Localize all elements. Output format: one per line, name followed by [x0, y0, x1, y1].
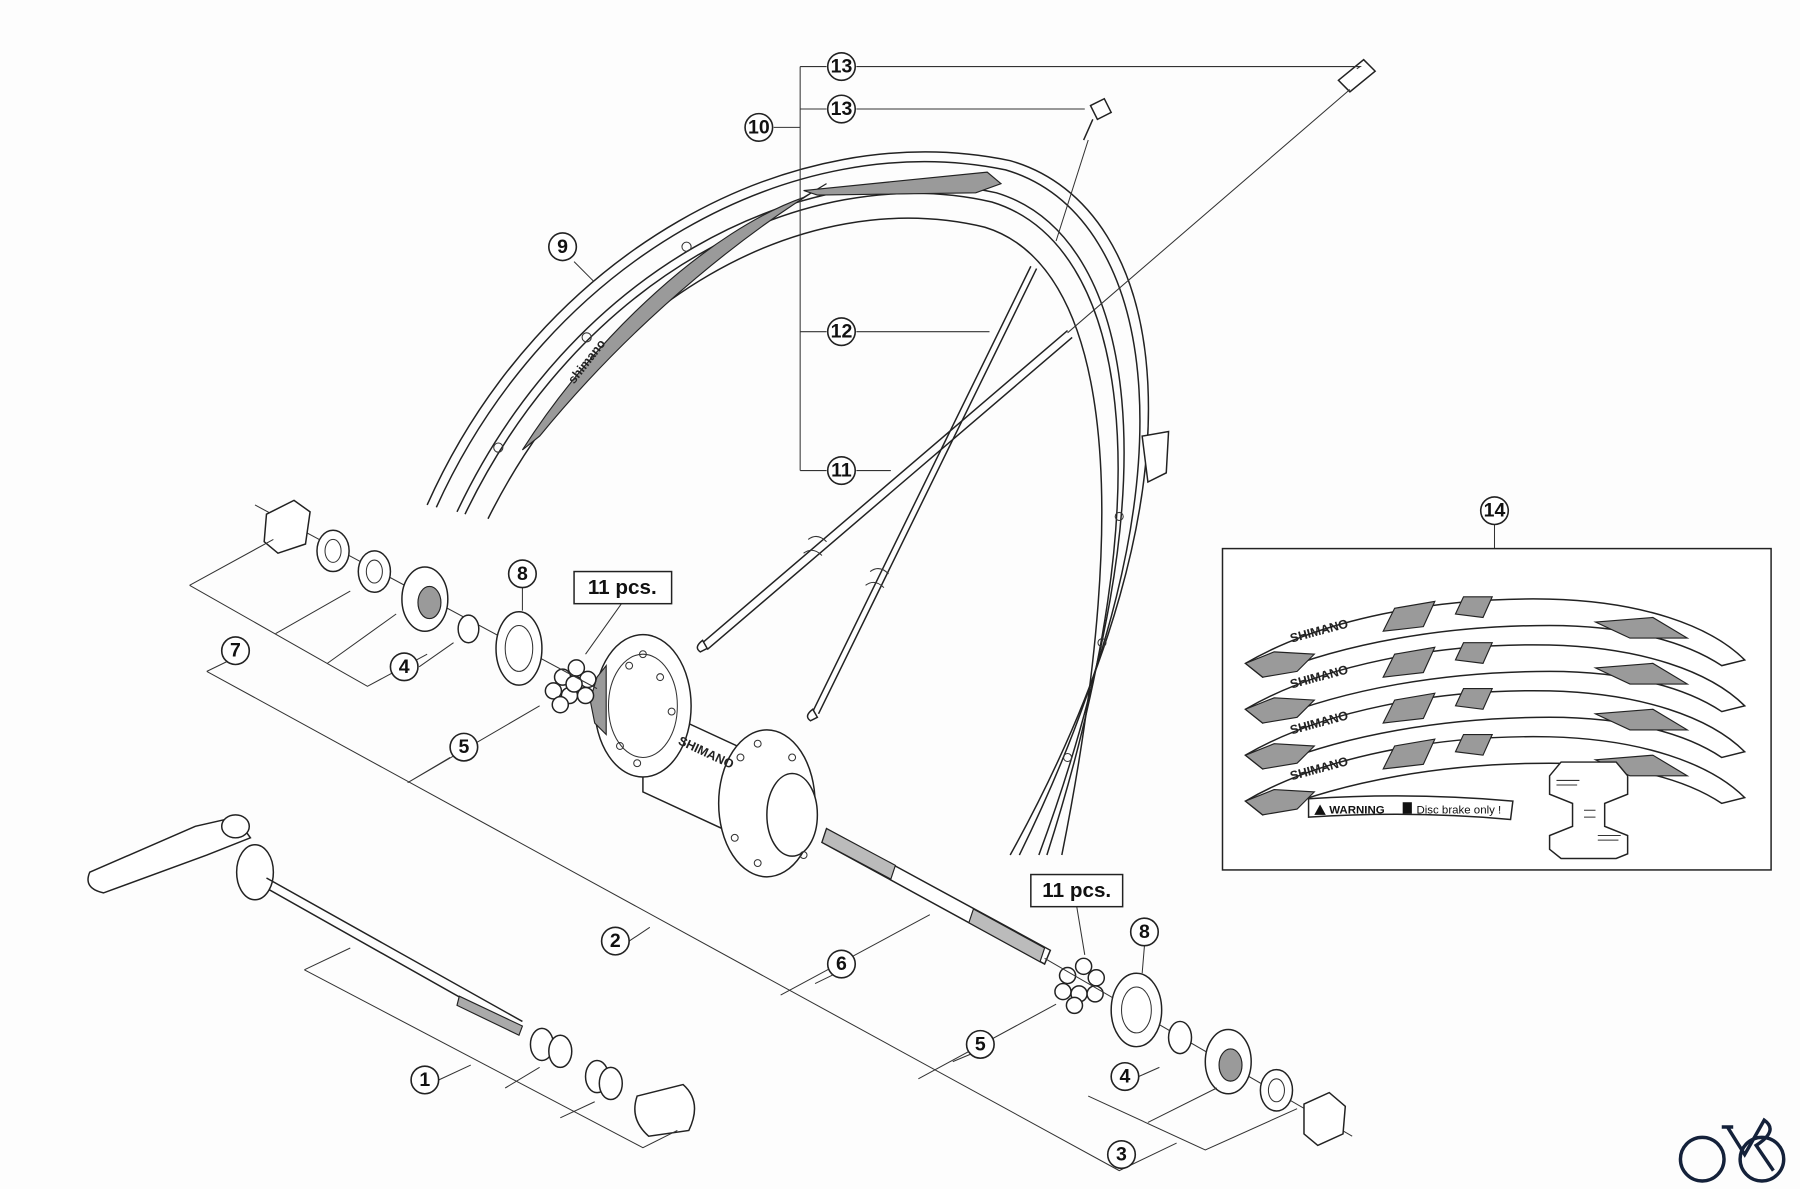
watermark-logo: [1678, 1117, 1786, 1183]
callout-8-right: 8: [1129, 917, 1160, 947]
callout-12: 12: [826, 317, 857, 347]
callout-9: 9: [548, 232, 578, 262]
svg-text:5: 5: [458, 736, 469, 758]
svg-text:4: 4: [399, 656, 410, 678]
svg-text:6: 6: [836, 953, 847, 975]
spokes: [696, 265, 1073, 722]
callout-7: 7: [220, 636, 251, 666]
svg-text:8: 8: [517, 563, 528, 585]
quick-release-skewer: [87, 814, 696, 1137]
right-bearing-parts: [1044, 957, 1353, 1147]
rim-decal: SHIMANO: [1244, 596, 1747, 678]
callout-14: 14: [1479, 496, 1510, 526]
rim-graphic-top: [803, 171, 1003, 196]
rim-label-sticker: [1141, 430, 1170, 484]
svg-text:11 pcs.: 11 pcs.: [1042, 879, 1111, 902]
svg-text:7: 7: [230, 640, 241, 662]
warning-text: WARNING: [1329, 805, 1385, 817]
ball-bearings-left: [544, 659, 597, 714]
callout-6: 6: [826, 949, 857, 979]
quantity-note-right: 11 pcs.: [1030, 873, 1124, 908]
ball-bearings-right: [1054, 957, 1106, 1015]
svg-text:12: 12: [831, 321, 853, 343]
rim-decal: SHIMANO: [1244, 642, 1747, 724]
callout-10: 10: [744, 112, 774, 142]
left-bearing-parts: [254, 499, 598, 690]
callout-5-left: 5: [449, 732, 479, 762]
svg-text:3: 3: [1116, 1144, 1127, 1166]
disc-brake-text: Disc brake only !: [1416, 805, 1501, 817]
callout-4-left: 4: [389, 652, 419, 682]
svg-text:8: 8: [1139, 921, 1150, 943]
callout-1: 1: [410, 1065, 440, 1095]
callout-13-bottom: 13: [826, 94, 857, 124]
callout-11: 11: [826, 455, 857, 486]
quantity-note-left: 11 pcs.: [573, 570, 673, 605]
warning-triangle-icon: [1314, 804, 1326, 815]
svg-text:1: 1: [419, 1069, 430, 1091]
spoke-nipples: [1055, 58, 1377, 334]
axle: [821, 827, 1052, 966]
svg-text:10: 10: [748, 116, 770, 138]
rim-decal: SHIMANO: [1244, 688, 1747, 770]
svg-text:5: 5: [975, 1033, 986, 1055]
callout-2: 2: [600, 926, 630, 956]
callout-4-right: 4: [1110, 1061, 1140, 1092]
callout-8-left: 8: [507, 559, 537, 589]
callout-13-top: 13: [826, 51, 857, 82]
hub-body: SHIMANO: [589, 633, 819, 878]
svg-text:4: 4: [1120, 1066, 1131, 1088]
warning-decal: WARNING Disc brake only !: [1307, 795, 1514, 821]
svg-text:2: 2: [610, 930, 621, 952]
svg-text:11 pcs.: 11 pcs.: [588, 576, 657, 599]
callout-3: 3: [1106, 1139, 1137, 1170]
svg-text:14: 14: [1484, 500, 1506, 522]
svg-text:11: 11: [831, 460, 852, 482]
svg-text:13: 13: [831, 98, 853, 120]
manual-book-icon: [1402, 802, 1412, 814]
decal-set-box: SHIMANO SHIMANO SHIMANO SHIMANO: [1221, 547, 1772, 871]
callout-5-right: 5: [965, 1029, 995, 1059]
rim-graphic: [521, 183, 827, 451]
svg-text:9: 9: [557, 236, 568, 258]
svg-text:13: 13: [831, 56, 853, 78]
